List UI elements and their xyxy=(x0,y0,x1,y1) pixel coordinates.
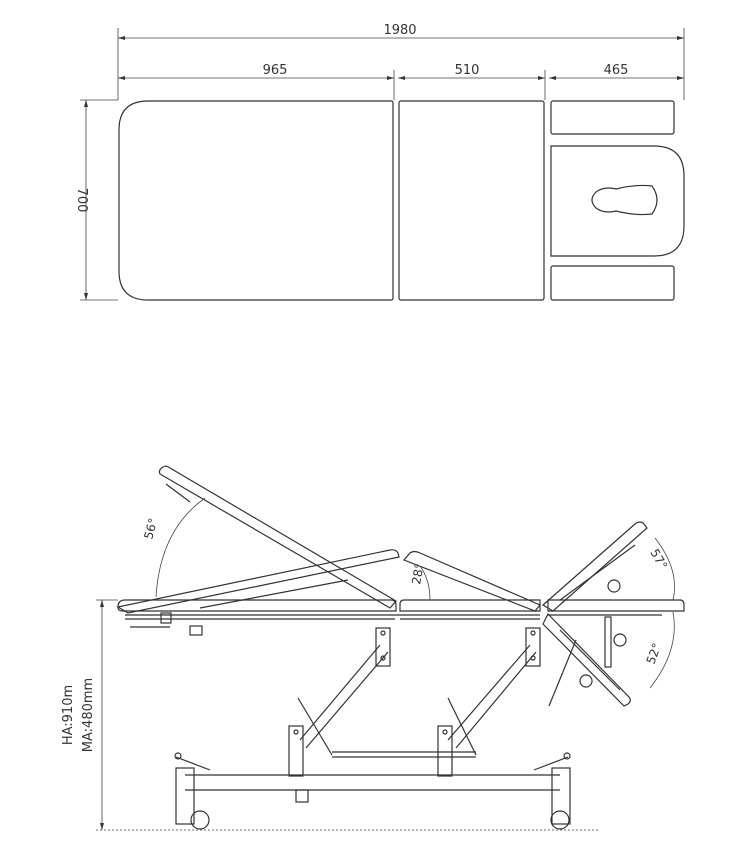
max-height-label: HA:910m xyxy=(61,685,76,745)
dimension-sections: 965 510 465 xyxy=(118,63,684,100)
angle-57-label: 57° xyxy=(647,547,670,572)
dimension-overall-length: 1980 xyxy=(117,23,685,100)
dim-700-label: 700 xyxy=(74,188,89,213)
column-bracket-left xyxy=(375,627,391,667)
bracket-2 xyxy=(160,612,172,624)
gas-spring-middle xyxy=(199,579,349,609)
dimension-height: HA:910m MA:480mm xyxy=(61,599,118,830)
top-head-armrest-upper xyxy=(550,100,675,135)
dim-465-label: 465 xyxy=(604,63,629,78)
upright-left xyxy=(288,725,304,777)
top-view: 1980 965 510 465 700 xyxy=(74,23,685,301)
arc-57 xyxy=(654,537,675,601)
bracket-1 xyxy=(189,625,203,636)
wheel-right xyxy=(550,810,570,830)
wheel-left xyxy=(190,810,210,830)
base-leg-right xyxy=(551,767,571,825)
side-head-raised-up xyxy=(541,521,648,612)
top-back-section xyxy=(118,100,394,301)
dimension-width: 700 xyxy=(74,99,118,301)
arc-52 xyxy=(649,611,675,689)
dim-965-label: 965 xyxy=(263,63,288,78)
side-view: 56° 28° 57° 52° xyxy=(61,465,685,831)
leg-left-b xyxy=(305,651,389,749)
leg-right-b xyxy=(455,651,537,749)
dim-510-label: 510 xyxy=(455,63,480,78)
dim-1980-label: 1980 xyxy=(383,23,416,38)
side-back-section-raised xyxy=(158,465,397,609)
head-arm-up xyxy=(559,544,636,601)
side-middle-raised-right xyxy=(402,550,541,612)
angle-52-label: 52° xyxy=(644,641,664,666)
angle-28-label: 28° xyxy=(409,562,426,585)
head-support-strut xyxy=(548,639,577,707)
face-hole xyxy=(591,184,658,216)
arc-56 xyxy=(155,497,206,598)
side-head-lowered xyxy=(542,612,631,707)
side-middle-section-flat xyxy=(399,599,541,612)
side-head-section-flat xyxy=(547,599,685,612)
leg-right-a xyxy=(447,644,531,741)
top-head-armrest-lower xyxy=(550,265,675,301)
top-head-section xyxy=(550,145,685,257)
motor-strut-right xyxy=(447,697,477,756)
upright-right xyxy=(437,725,453,777)
motor-strut-left xyxy=(297,697,333,756)
min-height-label: MA:480mm xyxy=(81,678,96,752)
gas-spring-back xyxy=(165,483,191,503)
column-bracket-right xyxy=(525,627,541,667)
base-bracket xyxy=(295,789,309,803)
pedal-right xyxy=(533,756,569,771)
base-leg-left xyxy=(175,767,195,825)
angle-56-label: 56° xyxy=(141,517,160,541)
leg-left-a xyxy=(299,644,381,741)
arc-28 xyxy=(419,565,431,601)
knob-1 xyxy=(607,579,621,593)
top-middle-section xyxy=(398,100,545,301)
side-middle-raised-left xyxy=(116,549,400,614)
side-back-section-flat xyxy=(117,599,397,612)
head-arm-down xyxy=(559,629,621,691)
knob-3 xyxy=(579,674,593,688)
pedal-left xyxy=(175,756,211,771)
knob-2 xyxy=(613,633,627,647)
head-post xyxy=(604,616,612,668)
